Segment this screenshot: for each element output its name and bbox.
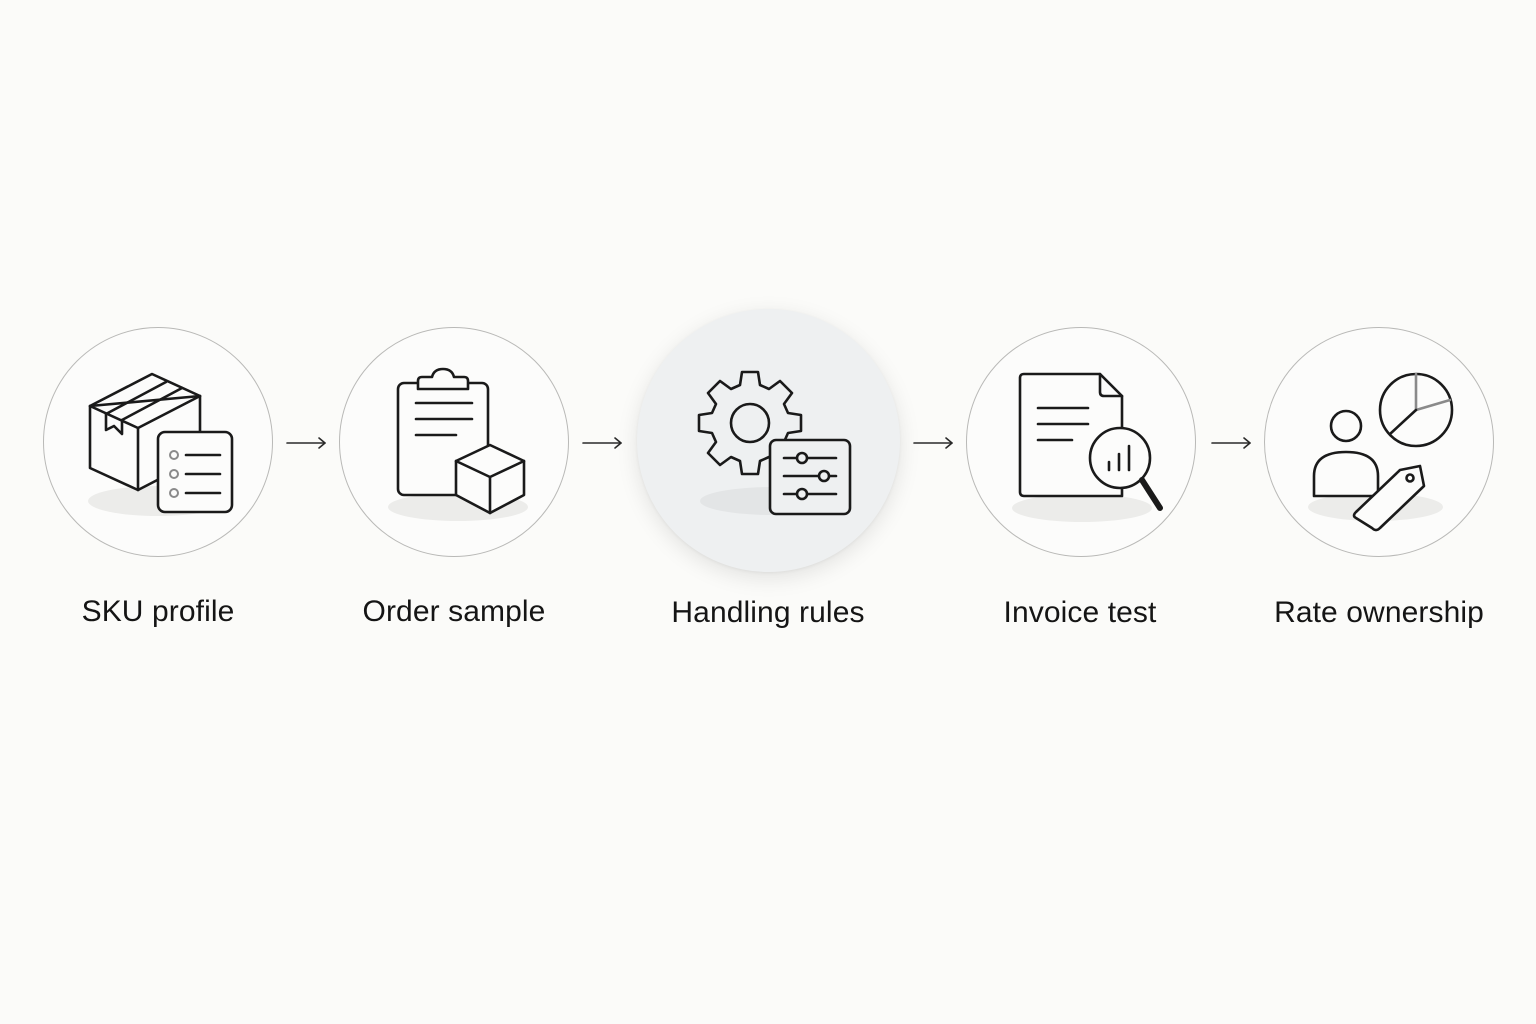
step-label: SKU profile [81, 595, 235, 628]
flow-arrow [286, 436, 328, 450]
flow-arrow [913, 436, 955, 450]
box-checklist-icon [86, 372, 236, 517]
document-magnifier-chart-icon [1016, 372, 1166, 517]
step-label: Invoice test [1003, 596, 1157, 629]
icon-shadow [1012, 494, 1152, 522]
step-label: Order sample [362, 595, 546, 628]
step-label: Handling rules [671, 596, 865, 629]
person-pie-tag-icon [1312, 372, 1457, 537]
gear-sliders-icon [696, 368, 854, 518]
flow-arrow [582, 436, 624, 450]
clipboard-cube-icon [394, 367, 529, 517]
step-label: Rate ownership [1274, 596, 1484, 629]
flow-arrow [1211, 436, 1253, 450]
